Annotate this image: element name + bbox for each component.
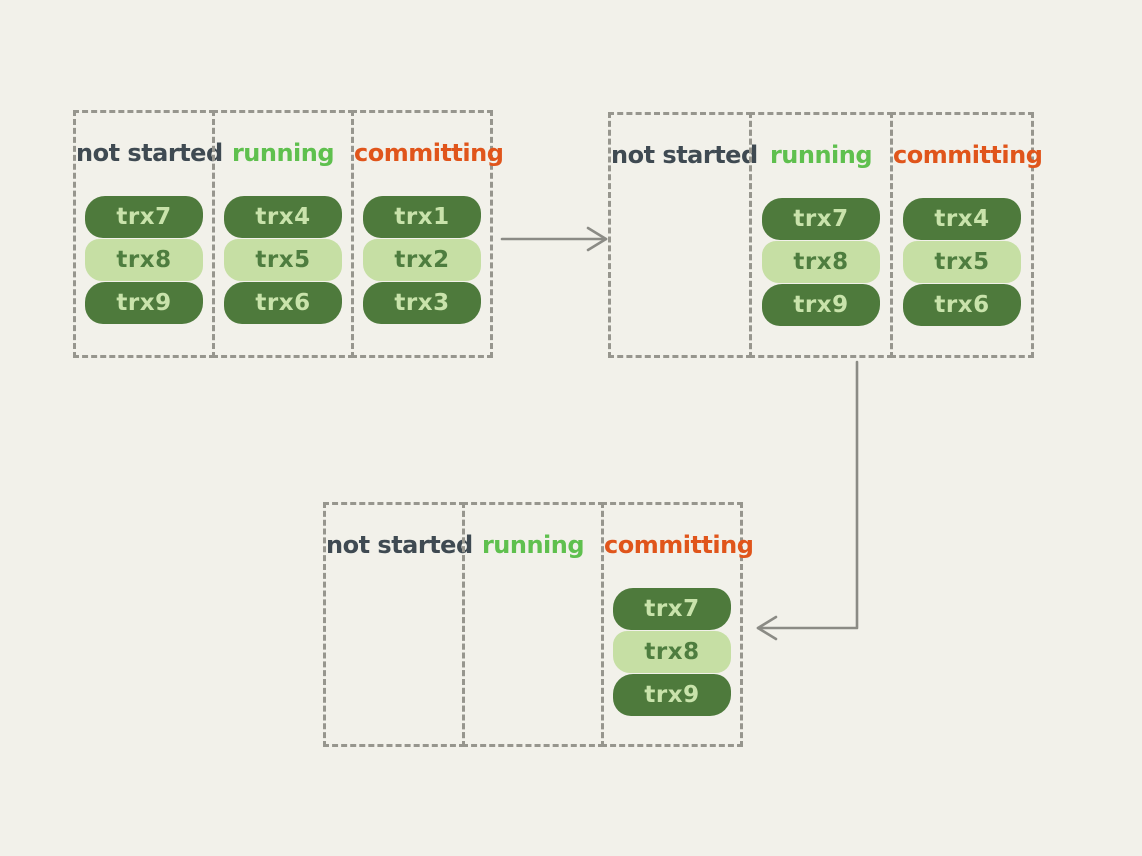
trx-pill: trx9: [762, 284, 880, 326]
trx-pill: trx9: [613, 674, 731, 716]
state-label-not-started: not started: [611, 141, 758, 169]
arrow-step2-to-step3: [756, 360, 859, 641]
trx-pill: trx5: [224, 239, 342, 281]
trx-pill: trx3: [363, 282, 481, 324]
trx-pill: trx5: [903, 241, 1021, 283]
trx-pill: trx2: [363, 239, 481, 281]
trx-pill: trx7: [762, 198, 880, 240]
step3-box-not-started: not started: [323, 502, 473, 747]
state-label-running: running: [481, 531, 585, 559]
step3-box-running: running: [462, 502, 604, 747]
step2-box-not-started: not started: [608, 112, 758, 358]
trx-pill: trx7: [85, 196, 203, 238]
state-label-not-started: not started: [76, 139, 223, 167]
trx-pill: trx6: [224, 282, 342, 324]
state-label-committing: committing: [354, 139, 504, 167]
trx-pill: trx6: [903, 284, 1021, 326]
trx-pill: trx8: [85, 239, 203, 281]
trx-pill: trx7: [613, 588, 731, 630]
trx-pill: trx1: [363, 196, 481, 238]
arrow-step1-to-step2: [500, 226, 608, 252]
trx-pill: trx4: [903, 198, 1021, 240]
state-label-running: running: [231, 139, 335, 167]
trx-pill: trx8: [762, 241, 880, 283]
trx-pill: trx4: [224, 196, 342, 238]
state-label-committing: committing: [893, 141, 1043, 169]
trx-pill: trx8: [613, 631, 731, 673]
state-label-not-started: not started: [326, 531, 473, 559]
trx-pill: trx9: [85, 282, 203, 324]
state-label-running: running: [769, 141, 873, 169]
state-label-committing: committing: [604, 531, 754, 559]
